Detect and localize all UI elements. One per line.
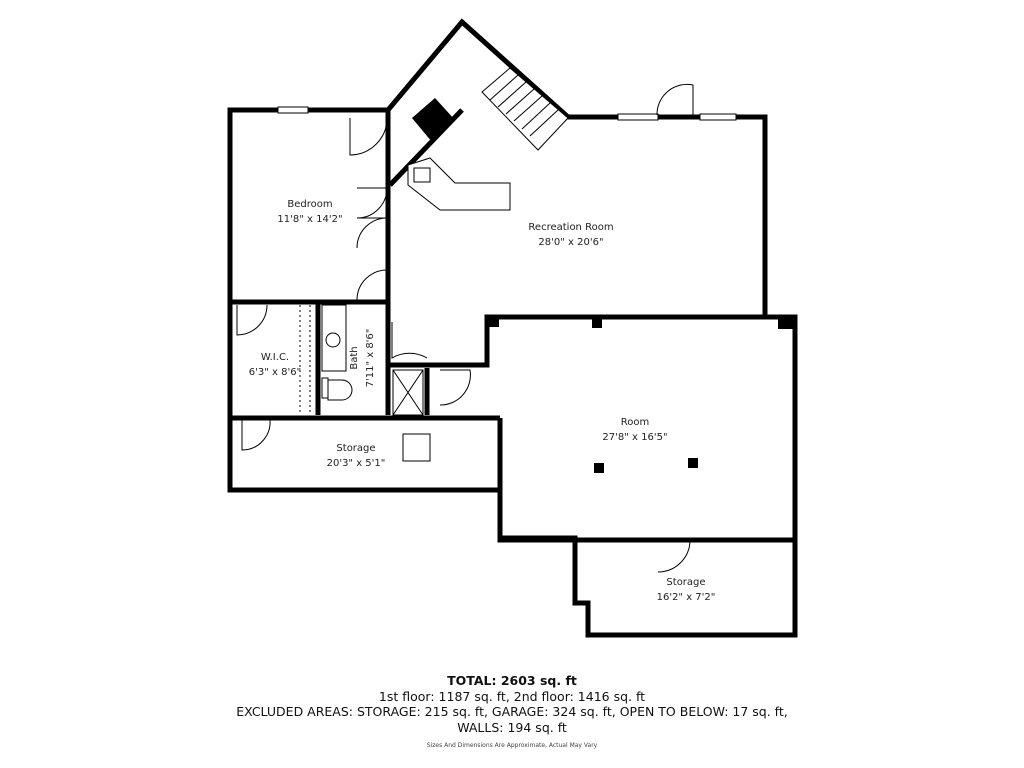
room-dims: 20'3" x 5'1" <box>327 458 386 469</box>
room-name: Recreation Room <box>528 222 613 233</box>
bath-fixtures <box>299 304 431 462</box>
stairs <box>481 67 569 151</box>
room-name: Room <box>621 417 649 428</box>
windows <box>277 106 737 121</box>
doors <box>236 83 694 573</box>
floor-areas: 1st floor: 1187 sq. ft, 2nd floor: 1416 … <box>378 688 646 704</box>
total-area: TOTAL: 2603 sq. ft <box>447 673 577 688</box>
fireplace-icon <box>412 98 455 142</box>
disclaimer: Sizes And Dimensions Are Approximate, Ac… <box>426 742 598 749</box>
walls <box>227 18 798 638</box>
room-dims: 28'0" x 20'6" <box>538 237 603 248</box>
room-dims: 27'8" x 16'5" <box>602 432 667 443</box>
room-dims: 16'2" x 7'2" <box>657 592 716 603</box>
room-name: Bath <box>349 346 360 369</box>
excluded-areas: EXCLUDED AREAS: STORAGE: 215 sq. ft, GAR… <box>236 704 788 719</box>
columns <box>487 317 795 473</box>
kitchen-counter <box>407 157 511 211</box>
room-name: Storage <box>666 577 705 588</box>
room-name: W.I.C. <box>261 352 289 363</box>
area-summary: TOTAL: 2603 sq. ft 1st floor: 1187 sq. f… <box>0 673 1024 735</box>
walls-area: WALLS: 194 sq. ft <box>457 719 567 735</box>
room-dims: 7'11" x 8'6" <box>365 329 376 388</box>
room-dims: 6'3" x 8'6" <box>249 367 301 378</box>
room-dims: 11'8" x 14'2" <box>277 214 342 225</box>
room-name: Bedroom <box>287 199 332 210</box>
room-name: Storage <box>336 443 375 454</box>
